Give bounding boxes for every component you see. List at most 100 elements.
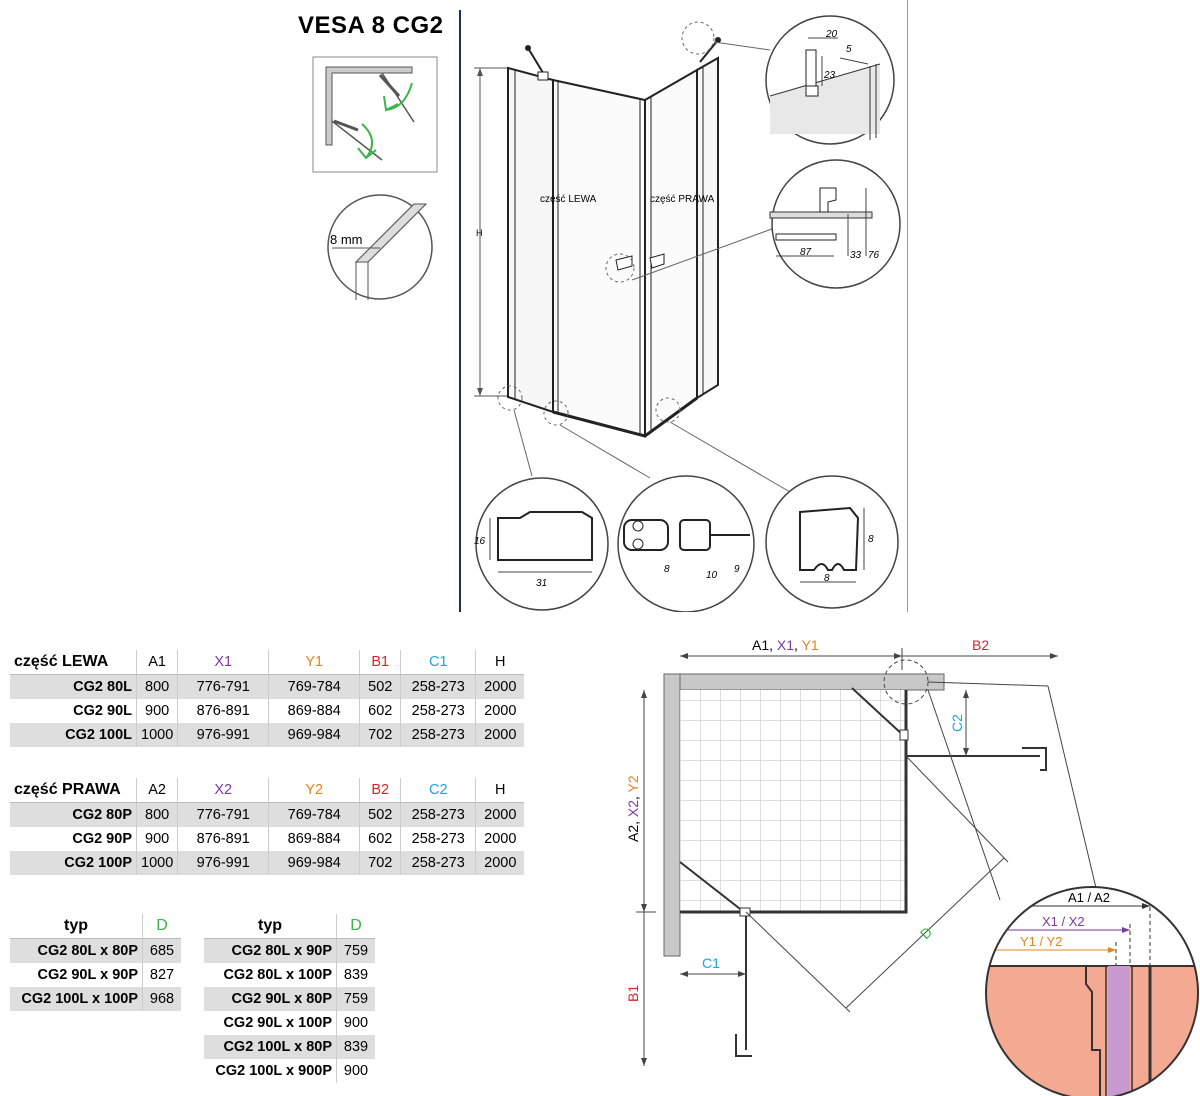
glass-thickness-label: 8 mm	[330, 232, 363, 247]
cell: 869-884	[268, 699, 360, 723]
cell: 602	[359, 827, 401, 851]
table-left-corner: część LEWA	[10, 650, 137, 675]
cell: 876-891	[177, 827, 269, 851]
cell: 602	[359, 699, 401, 723]
table-right-part: część PRAWA A2 X2 Y2 B2 C2 H CG2 80P 800…	[10, 778, 525, 875]
table-row: CG2 80L x 80P 685	[10, 938, 181, 963]
table-row: CG2 80L x 90P 759	[204, 938, 375, 963]
col-header: H	[475, 778, 525, 803]
cell: 258-273	[400, 699, 476, 723]
handle-icon	[615, 253, 665, 271]
cell: 258-273	[400, 851, 476, 875]
plan-label-c2: C2	[949, 714, 965, 732]
top-dim-c: 23	[823, 70, 836, 81]
cell: 502	[359, 674, 401, 699]
table-row: CG2 90L 900 876-891 869-884 602 258-273 …	[10, 699, 525, 723]
plan-label-top-left: A1, X1, Y1	[752, 637, 819, 653]
door-swing-icon	[312, 56, 438, 173]
cell: 2000	[475, 802, 525, 827]
mid-dim-a: 87	[800, 247, 812, 258]
cell: 776-791	[177, 802, 269, 827]
col-header: Y2	[268, 778, 360, 803]
plan-label-left-bottom: B1	[625, 985, 641, 1002]
row-name: CG2 90P	[72, 831, 132, 847]
row-name: CG2 100L x 900P	[215, 1063, 332, 1079]
cell: 869-884	[268, 827, 360, 851]
cell: 2000	[475, 851, 525, 875]
zoom-label-a: A1 / A2	[1068, 890, 1110, 905]
plan-label-top-right: B2	[972, 637, 989, 653]
cell: 800	[135, 802, 178, 827]
cell: 900	[135, 827, 178, 851]
row-name: CG2 80P	[10, 802, 137, 827]
col-header: B2	[359, 778, 401, 803]
top-dim-b: 5	[846, 44, 852, 55]
cell: 900	[336, 1011, 375, 1035]
row-name: CG2 80L x 80P	[10, 938, 143, 963]
cell: 2000	[475, 723, 525, 747]
cell: 759	[336, 938, 375, 963]
col-header: typ	[204, 914, 337, 939]
cell: 2000	[475, 827, 525, 851]
bottom-left-w: 31	[536, 578, 547, 589]
hinge-icon: 20 5 23	[765, 15, 895, 145]
mid-dim-c: 76	[868, 250, 880, 261]
row-name: CG2 90L	[73, 703, 132, 719]
cell: 976-991	[177, 723, 269, 747]
row-name: CG2 90L x 100P	[223, 1015, 332, 1031]
glass-detail-icon: 8 mm	[327, 194, 433, 300]
cell: 969-984	[268, 851, 360, 875]
cell: 702	[359, 723, 401, 747]
cell: 876-891	[177, 699, 269, 723]
cell: 900	[336, 1059, 375, 1083]
plan-label-d: D	[917, 924, 935, 942]
right-part-label: część PRAWA	[650, 194, 715, 205]
table-row: CG2 90L x 80P 759	[204, 987, 375, 1011]
cell: 776-791	[177, 674, 269, 699]
height-label: H	[476, 228, 483, 238]
table-row: CG2 80L 800 776-791 769-784 502 258-273 …	[10, 674, 525, 699]
cell: 968	[142, 987, 181, 1011]
cell: 900	[135, 699, 178, 723]
table-row: CG2 90L x 90P 827	[10, 963, 181, 987]
table-row: CG2 100L x 100P 968	[10, 987, 181, 1011]
bottom-center-b: 10	[706, 570, 718, 581]
table-diagonal-symmetric: typ D CG2 80L x 80P 685 CG2 90L x 90P 82…	[10, 914, 181, 1011]
table-diagonal-asymmetric: typ D CG2 80L x 90P 759 CG2 80L x 100P 8…	[204, 914, 375, 1083]
zoom-label-y: Y1 / Y2	[1020, 934, 1062, 949]
col-header: A2	[135, 778, 178, 803]
zoom-label-x: X1 / X2	[1042, 914, 1085, 929]
table-row: CG2 100L 1000 976-991 969-984 702 258-27…	[10, 723, 525, 747]
col-header: Y1	[268, 650, 360, 675]
cell: 258-273	[400, 802, 476, 827]
bottom-center-a: 8	[664, 564, 670, 575]
bottom-right-h: 8	[868, 534, 874, 545]
left-part-label: część LEWA	[540, 194, 597, 205]
table-row: CG2 90P 900 876-891 869-884 602 258-273 …	[10, 827, 525, 851]
mid-dim-b: 33	[850, 250, 862, 261]
row-name: CG2 90L x 80P	[204, 987, 337, 1011]
section-divider	[459, 10, 461, 612]
col-header: C1	[400, 650, 476, 675]
col-header: typ	[10, 914, 143, 939]
right-border-line	[907, 0, 908, 612]
table-row: CG2 80L x 100P 839	[204, 963, 375, 987]
plan-label-left: A2, X2, Y2	[625, 775, 641, 842]
cell: 1000	[135, 851, 178, 875]
col-header: D	[142, 914, 181, 939]
col-header: X1	[177, 650, 269, 675]
enclosure-3d-diagram: H część LEWA część PRAWA	[474, 15, 901, 612]
bottom-right-w: 8	[824, 573, 830, 584]
table-right-corner: część PRAWA	[10, 778, 137, 803]
cell: 1000	[135, 723, 178, 747]
cell: 258-273	[400, 723, 476, 747]
cell: 839	[336, 963, 375, 987]
cell: 2000	[475, 699, 525, 723]
table-row: CG2 90L x 100P 900	[204, 1011, 375, 1035]
top-dim-a: 20	[825, 29, 838, 40]
cell: 800	[135, 674, 178, 699]
row-name: CG2 80L x 90P	[204, 938, 337, 963]
product-title: VESA 8 CG2	[298, 12, 444, 39]
row-name: CG2 100P	[10, 851, 137, 875]
col-header: X2	[177, 778, 269, 803]
